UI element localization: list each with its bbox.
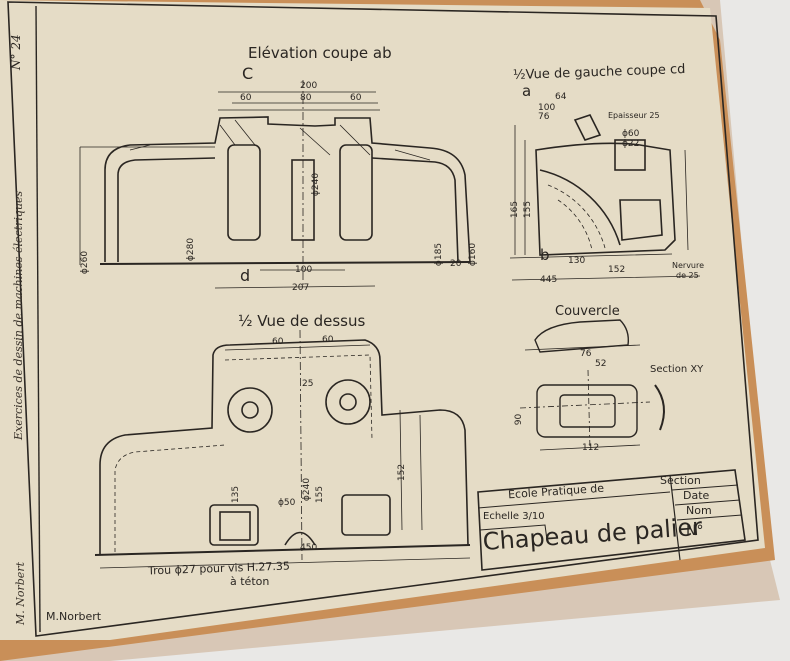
dim-60-top-a: 60 [272, 337, 284, 347]
dim-155-top: 155 [315, 485, 326, 504]
dim-152-top: 152 [397, 463, 408, 482]
dim-76-lid: 76 [580, 349, 592, 359]
dim-phi50: ϕ50 [278, 498, 296, 508]
dim-135: 135 [231, 485, 242, 504]
marker-a: a [522, 82, 532, 100]
dim-100: 100 [295, 265, 313, 275]
author-side: M. Norbert [14, 562, 27, 625]
dim-100-lv: 100 [538, 103, 556, 113]
thickness-note: Epaisseur 25 [608, 111, 660, 120]
dim-165: 165 [510, 200, 521, 219]
dim-112: 112 [582, 443, 600, 453]
paper [0, 0, 765, 640]
dim-20: 20 [450, 259, 462, 269]
dim-phi240: ϕ240 [311, 172, 322, 197]
left-view [509, 114, 701, 281]
dim-60-left: 60 [240, 93, 252, 103]
dim-90: 90 [514, 413, 525, 426]
top-view-title: ½ Vue de dessus [238, 312, 366, 330]
title-block-frame [477, 469, 746, 571]
dim-phi185: ϕ185 [434, 242, 445, 267]
date-label: Date [683, 489, 710, 502]
top-view [94, 329, 471, 569]
dim-phi160: ϕ160 [468, 242, 479, 267]
dim-152: 152 [608, 265, 626, 275]
dim-80: 80 [300, 93, 312, 103]
margin-line [35, 5, 41, 633]
dim-64: 64 [555, 92, 567, 102]
dim-phi260: ϕ260 [80, 250, 91, 275]
dim-445: 445 [540, 275, 558, 285]
marker-d: d [240, 266, 251, 285]
dim-207: 207 [292, 283, 310, 293]
dim-450: 450 [300, 543, 318, 553]
rib-size-note: de 25 [676, 271, 699, 280]
dim-25: 25 [302, 379, 314, 389]
elevation-view [79, 80, 471, 289]
rib-note: Nervure [672, 261, 705, 270]
dim-phi22: ϕ22 [622, 139, 640, 149]
dim-phi280: ϕ280 [186, 237, 197, 262]
series-title: Exercices de dessin de machines électriq… [12, 190, 25, 440]
lid-title: Couvercle [555, 304, 620, 319]
dim-52: 52 [595, 359, 607, 369]
section-title: Section XY [650, 364, 704, 375]
elevation-title: Elévation coupe ab [248, 44, 392, 62]
dim-60-top-b: 60 [322, 335, 334, 345]
section-label: Section [660, 474, 701, 487]
dim-200: 200 [300, 81, 318, 91]
number-label: N° [686, 523, 704, 539]
marker-c: C [242, 64, 254, 83]
stud-note: à téton [230, 575, 270, 588]
dim-130: 130 [568, 256, 586, 266]
sheet-border [7, 1, 759, 637]
scale-label: Echelle 3/10 [483, 511, 545, 522]
plate-number: N° 24 [9, 34, 23, 70]
author-bottom: M.Norbert [46, 610, 102, 623]
dim-76: 76 [538, 112, 550, 122]
dim-155: 155 [523, 200, 534, 219]
marker-b: b [540, 246, 550, 264]
dim-phi240-top: ϕ240 [302, 477, 313, 502]
name-label: Nom [686, 504, 712, 517]
dim-phi60: ϕ60 [622, 129, 640, 139]
dim-60-right: 60 [350, 93, 362, 103]
lid-view [519, 319, 665, 451]
